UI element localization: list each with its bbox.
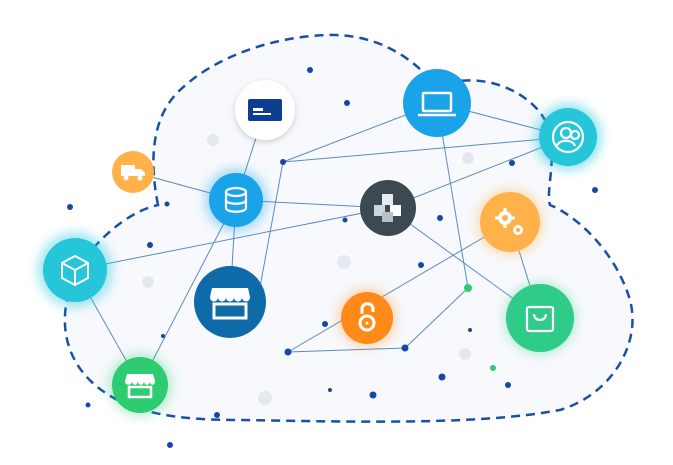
credit-card-icon: [248, 99, 282, 121]
blocks-icon: [374, 194, 401, 222]
shopping-bag-node: [504, 282, 576, 354]
storefront-large-node: [194, 266, 266, 338]
open-access-node: [337, 288, 397, 348]
laptop-node: [403, 69, 471, 137]
truck-icon: [121, 165, 145, 181]
network-dots: [67, 67, 598, 448]
blocks-node: [360, 180, 416, 236]
node-layer: [37, 69, 602, 417]
box-icon: [61, 254, 89, 287]
users-node: [534, 103, 602, 171]
database-node: [204, 168, 268, 232]
storefront-icon: [210, 288, 250, 320]
laptop-icon: [418, 91, 456, 117]
gears-icon: [495, 208, 523, 235]
storefront-icon: [125, 374, 155, 399]
database-icon: [224, 186, 248, 213]
box-node: [37, 232, 113, 308]
shopping-bag-icon: [525, 305, 555, 333]
credit-card-node: [235, 80, 295, 140]
storefront-small-node: [108, 353, 172, 417]
users-icon: [551, 120, 585, 154]
gears-node: [476, 188, 544, 256]
truck-node: [112, 151, 154, 193]
open-lock-icon: [358, 302, 376, 332]
